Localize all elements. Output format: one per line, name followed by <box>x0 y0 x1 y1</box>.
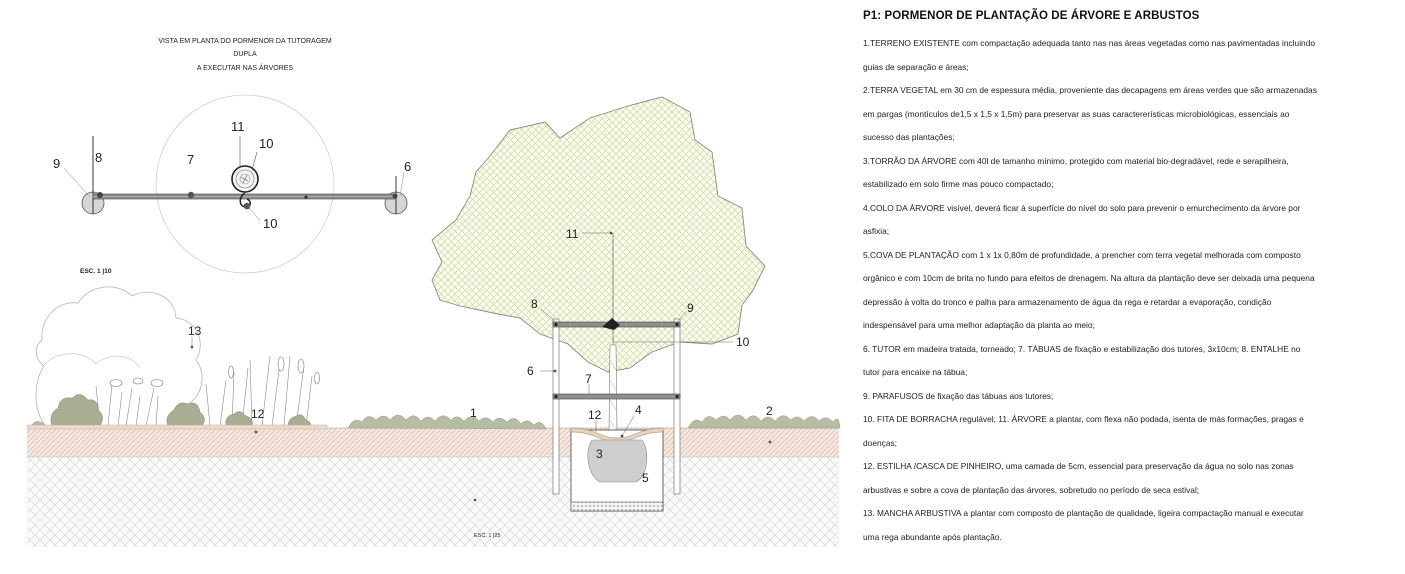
section-callout-5: 5 <box>642 471 649 485</box>
legend-line: indespensável para uma melhor adaptação … <box>863 320 1095 330</box>
tree-trunk <box>608 344 618 434</box>
mulch-shrubs <box>26 424 328 430</box>
plan-callout-6: 6 <box>404 159 411 174</box>
legend-line: 6. TUTOR em madeira tratada, torneado; 7… <box>863 343 1301 354</box>
legend-line: 10. FITA DE BORRACHA regulável; 11. ÁRVO… <box>863 414 1304 424</box>
drainage-gravel <box>570 501 664 512</box>
plan-title-line-3: A EXECUTAR NAS ÁRVORES <box>197 63 294 72</box>
legend-line: 13. MANCHA ARBUSTIVA a plantar com compo… <box>863 508 1304 518</box>
section-callout-12-shrubs: 12 <box>251 407 265 421</box>
plan-callout-7: 7 <box>187 152 194 167</box>
legend-line: orgânico e com 10cm de brita no fundo pa… <box>863 273 1315 283</box>
legend-line: sucesso das plantações; <box>863 132 955 142</box>
legend-line: uma rega abundante após plantação. <box>863 531 1002 542</box>
legend-line: asfixia; <box>863 226 890 236</box>
plan-title-line-2: DUPLA <box>233 51 257 58</box>
section-callout-1: 1 <box>470 406 477 420</box>
legend-line: 9. PARAFUSOS de fixação das tábuas aos t… <box>863 390 1054 401</box>
shrub-foliage <box>50 394 311 427</box>
planting-detail-drawing: VISTA EM PLANTA DO PORMENOR DA TUTORAGEM… <box>26 38 841 547</box>
section-callout-3: 3 <box>596 447 603 461</box>
root-ball <box>587 439 648 483</box>
topsoil-layer <box>27 428 839 457</box>
legend-line: 4.COLO DA ÁRVORE visível, deverá ficar à… <box>863 202 1301 213</box>
plan-pit-outline <box>155 94 335 274</box>
plan-title-line-1: VISTA EM PLANTA DO PORMENOR DA TUTORAGEM <box>158 38 332 45</box>
legend-line: 5.COVA DE PLANTAÇÃO com 1 x 1x 0,80m de … <box>863 249 1301 260</box>
plan-callout-9: 9 <box>53 156 60 171</box>
legend-line: doenças; <box>863 437 897 448</box>
plan-scale: ESC. 1 |10 <box>80 268 112 275</box>
plan-callout-11: 11 <box>231 119 245 134</box>
legend-line: em pargas (montículos de1,5 x 1,5 x 1,5m… <box>863 108 1290 119</box>
section-stake-right <box>673 318 681 495</box>
section-callout-12-pit: 12 <box>588 408 602 422</box>
section-callout-9: 9 <box>687 301 694 315</box>
legend-line: arbustivas e sobre a cova de plantação d… <box>863 484 1200 495</box>
legend-lines: 1.TERRENO EXISTENTE com compactação adeq… <box>863 32 1393 549</box>
section-callout-7: 7 <box>585 372 592 386</box>
section-view: 13 12 1 11 8 9 10 6 7 12 4 3 5 2 ESC. 1 … <box>26 96 841 547</box>
section-callout-4: 4 <box>635 403 642 417</box>
tree-crown <box>431 96 766 373</box>
pit-mulch <box>570 427 664 443</box>
section-stake-left <box>552 318 560 495</box>
legend-line: 2.TERRA VEGETAL em 30 cm de espessura mé… <box>863 85 1317 95</box>
legend-line: guias de separação e áreas; <box>863 61 969 72</box>
legend-line: 1.TERRENO EXISTENTE com compactação adeq… <box>863 38 1316 48</box>
plan-view: VISTA EM PLANTA DO PORMENOR DA TUTORAGEM… <box>53 38 411 275</box>
plan-callout-10-top: 10 <box>259 136 273 151</box>
section-callout-8: 8 <box>531 297 538 311</box>
section-callout-13: 13 <box>188 324 202 338</box>
section-board-lower <box>552 393 681 400</box>
legend-line: tutor para encaixe na tábua; <box>863 367 968 377</box>
plan-callout-8: 8 <box>95 150 102 165</box>
legend-line: 12. ESTILHA /CASCA DE PINHEIRO, uma cama… <box>863 461 1294 471</box>
section-rubber-strap <box>602 318 620 330</box>
section-scale: ESC. 1 |25 <box>474 533 501 539</box>
section-callout-10: 10 <box>736 335 750 349</box>
section-callout-6: 6 <box>527 364 534 378</box>
legend-line: estabilizado em solo firme mas pouco com… <box>863 179 1054 189</box>
legend-line: 3.TORRÃO DA ÁRVORE com 40l de tamanho mí… <box>863 155 1289 166</box>
plan-callout-10-bottom: 10 <box>263 216 277 231</box>
legend-line: depressão à volta do tronco e palha para… <box>863 296 1272 307</box>
legend-panel: P1: PORMENOR DE PLANTAÇÃO DE ÁRVORE E AR… <box>863 10 1393 549</box>
section-callout-2: 2 <box>766 404 773 418</box>
legend-title: P1: PORMENOR DE PLANTAÇÃO DE ÁRVORE E AR… <box>863 10 1200 22</box>
section-callout-11: 11 <box>566 227 579 241</box>
